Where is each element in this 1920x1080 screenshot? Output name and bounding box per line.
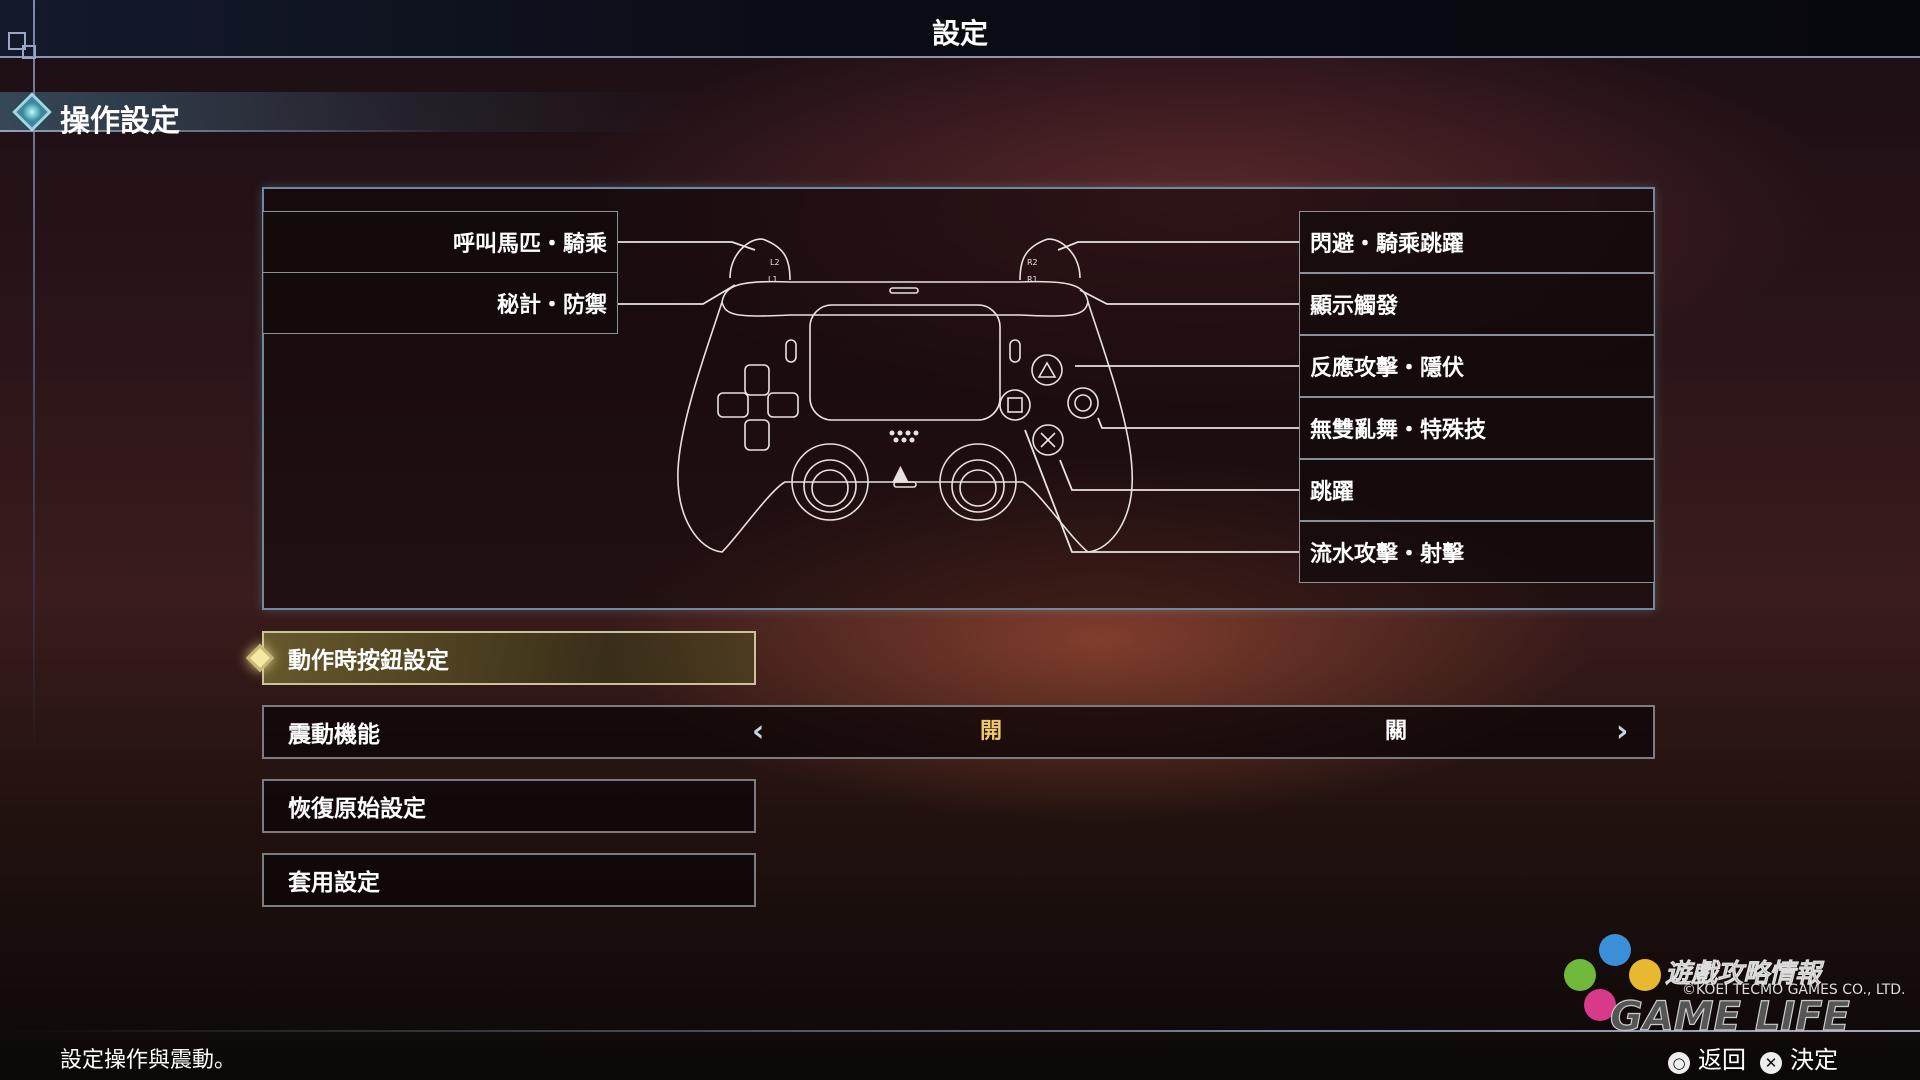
ps-logo-icon: ▲	[889, 430, 919, 486]
menu-item-label: 恢復原始設定	[288, 796, 426, 822]
cross-button-icon: ✕	[1760, 1052, 1782, 1074]
divider	[0, 1030, 1920, 1032]
divider	[0, 130, 460, 132]
watermark-text: 遊戲攻略情報	[1665, 959, 1825, 989]
label-circle: 無雙亂舞・特殊技	[1299, 397, 1655, 459]
menu-item-apply[interactable]: 套用設定	[262, 853, 756, 907]
dpad-icon	[717, 364, 799, 451]
watermark-text: GAME LIFE	[1610, 994, 1850, 1040]
menu-item-label: 套用設定	[288, 870, 380, 896]
circle-button-icon: ○	[1668, 1052, 1690, 1074]
back-button[interactable]: ○ 返回	[1668, 1040, 1746, 1075]
label-r2: 閃避・騎乘跳躍	[1299, 211, 1655, 273]
label-cross: 跳躍	[1299, 459, 1655, 521]
footer-buttons: ○ 返回 ✕ 決定	[1668, 1040, 1838, 1075]
menu-item-label: 動作時按鈕設定	[288, 648, 449, 674]
svg-text:▲: ▲	[892, 461, 909, 486]
vibration-option-off[interactable]: 關	[1385, 719, 1408, 744]
menu-item-label: 震動機能	[288, 722, 380, 748]
menu-item-vibration[interactable]: 震動機能 ‹ 開 關 ›	[262, 705, 1655, 759]
confirm-label: 決定	[1790, 1046, 1838, 1074]
copyright: ©KOEI TECMO GAMES CO., LTD.	[1682, 982, 1906, 998]
section-title: 操作設定	[60, 104, 180, 139]
leader-lines	[618, 241, 1299, 553]
top-bar	[0, 0, 1920, 58]
back-label: 返回	[1698, 1046, 1746, 1074]
label-l1: 秘計・防禦	[262, 272, 618, 334]
vibration-option-on[interactable]: 開	[980, 719, 1003, 744]
face-buttons-icon	[999, 354, 1099, 456]
label-l2: 呼叫馬匹・騎乘	[262, 211, 618, 273]
label-r1: 顯示觸發	[1299, 273, 1655, 335]
watermark-logo: 遊戲攻略情報 GAME LIFE	[1564, 934, 1850, 1040]
menu-item-reset-defaults[interactable]: 恢復原始設定	[262, 779, 756, 833]
analog-sticks-icon	[791, 443, 1017, 521]
controller-diagram: L2 L1 R2 R1 ▲	[618, 238, 1299, 553]
menu-item-button-config[interactable]: 動作時按鈕設定	[262, 631, 756, 685]
controller-outline-icon: L2 L1 R2 R1	[677, 238, 1133, 553]
frame-corner-icon	[22, 45, 36, 59]
page-title: 設定	[931, 17, 988, 50]
confirm-button[interactable]: ✕ 決定	[1760, 1040, 1838, 1075]
help-text: 設定操作與震動。	[60, 1048, 237, 1073]
chevron-right-icon[interactable]: ›	[1616, 714, 1629, 749]
chevron-left-icon[interactable]: ‹	[752, 714, 765, 749]
svg-text:L2: L2	[770, 258, 780, 267]
svg-text:R1: R1	[1027, 275, 1038, 284]
svg-text:L1: L1	[768, 275, 778, 284]
svg-text:R2: R2	[1027, 258, 1038, 267]
frame-line	[33, 0, 35, 1080]
frame-corner-icon	[8, 32, 26, 50]
section-header-bg	[0, 92, 700, 132]
label-square: 流水攻擊・射擊	[1299, 521, 1655, 583]
label-triangle: 反應攻擊・隱伏	[1299, 335, 1655, 397]
